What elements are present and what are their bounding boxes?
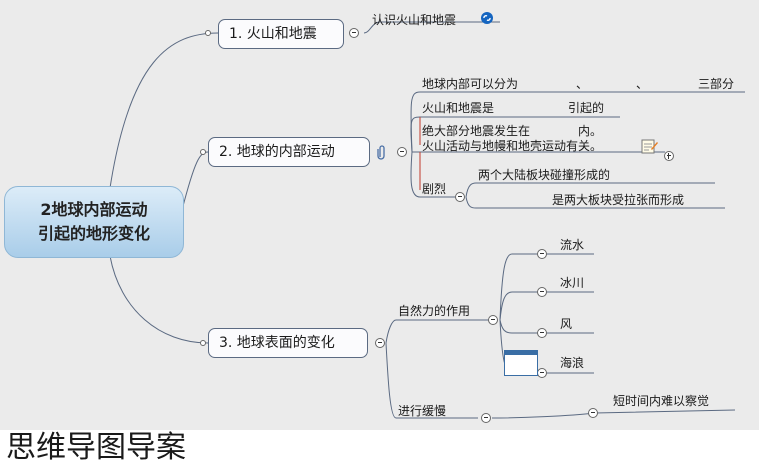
collapse-toggle-drastic[interactable] (455, 192, 465, 202)
central-topic[interactable]: 2地球内部运动 引起的地形变化 (4, 186, 184, 258)
attachment-icon[interactable] (376, 143, 388, 161)
subtopic-know-volcano[interactable]: 认识火山和地震 (372, 13, 457, 27)
collapse-toggle-glacier[interactable] (537, 287, 547, 297)
subtopic-drastic-collision[interactable]: 两个大陆板块碰撞形成的 (478, 168, 611, 182)
expand-toggle-note[interactable] (664, 151, 674, 161)
collapse-toggle-slow[interactable] (481, 413, 491, 423)
collapse-toggle-wind[interactable] (537, 328, 547, 338)
connector-dot (200, 149, 206, 155)
subtopic-where-line1[interactable]: 绝大部分地震发生在内。 (422, 124, 603, 138)
force-wind[interactable]: 风 (560, 317, 573, 331)
link-central-to-topic3 (109, 255, 209, 344)
link-drastic-2 (465, 196, 725, 209)
link-flowing-water (499, 253, 594, 321)
collapse-toggle-natural[interactable] (488, 315, 498, 325)
link-natural (385, 319, 490, 344)
subtopic-layers-sep2: 、 (636, 77, 649, 91)
connector-lines (109, 21, 745, 419)
subtopic-layers-suffix: 三部分 (698, 77, 735, 91)
topic-volcano-earthquake[interactable]: 1. 火山和地震 (218, 19, 344, 49)
central-topic-line1: 2地球内部运动 (40, 200, 148, 219)
collapse-toggle-topic2[interactable] (397, 147, 407, 157)
link-slow-child (491, 409, 736, 419)
link-topic1-child (363, 21, 500, 34)
collapse-toggle-topic1[interactable] (349, 28, 359, 38)
link-wind (499, 319, 594, 334)
link-slow (385, 342, 478, 419)
subtopic-layers-sep1: 、 (576, 77, 589, 91)
note-icon[interactable] (641, 138, 659, 154)
subtopic-drastic-rift[interactable]: 是两大板块受拉张而形成 (552, 193, 685, 207)
subtopic-where-line2: 火山活动与地幔和地壳运动有关。 (422, 139, 603, 153)
collapse-toggle-slow-child[interactable] (588, 408, 598, 418)
collapse-toggle-topic3[interactable] (375, 338, 385, 348)
subtopic-cause-suffix: 引起的 (568, 101, 605, 115)
page-caption: 思维导图导案 (6, 430, 186, 465)
topic-internal-motion[interactable]: 2. 地球的内部运动 (208, 137, 370, 167)
hyperlink-icon[interactable] (480, 11, 494, 25)
link-central-to-topic1 (109, 32, 219, 189)
force-glacier[interactable]: 冰川 (560, 276, 585, 290)
subtopic-cause-prefix[interactable]: 火山和地震是 (422, 101, 495, 115)
collapse-toggle-waves[interactable] (537, 368, 547, 378)
connector-dot (200, 340, 206, 346)
mindmap-canvas: 2地球内部运动 引起的地形变化 1. 火山和地震 认识火山和地震 2. 地球的内… (0, 0, 759, 430)
force-flowing-water[interactable]: 流水 (560, 238, 585, 252)
subtopic-natural-forces[interactable]: 自然力的作用 (398, 304, 471, 318)
central-topic-line2: 引起的地形变化 (37, 224, 150, 243)
subtopic-hard-to-notice[interactable]: 短时间内难以察觉 (613, 394, 710, 408)
thumbnail-image-icon[interactable] (504, 350, 538, 376)
link-drastic (410, 151, 455, 198)
subtopic-slow[interactable]: 进行缓慢 (398, 404, 447, 418)
link-central-to-topic2 (181, 151, 209, 211)
subtopic-drastic[interactable]: 剧烈 (422, 182, 447, 196)
collapse-toggle-water[interactable] (537, 249, 547, 259)
link-drastic-1 (465, 182, 715, 198)
subtopic-layers-prefix[interactable]: 地球内部可以分为 (422, 77, 519, 91)
force-waves[interactable]: 海浪 (560, 356, 585, 370)
link-glacier (499, 291, 594, 321)
connector-dot (205, 30, 211, 36)
topic-surface-change[interactable]: 3. 地球表面的变化 (208, 328, 368, 358)
